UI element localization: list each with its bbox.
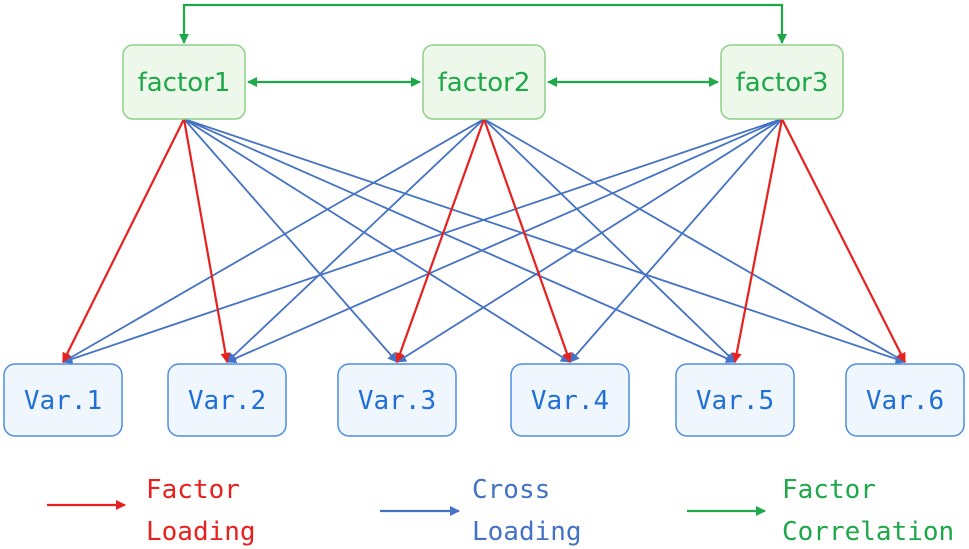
- factor-node-f2: factor2: [422, 44, 546, 120]
- variable-box: [675, 363, 795, 437]
- factor-node-f3: factor3: [720, 44, 844, 120]
- cross-loading-arrow-f3-v4: [569, 118, 783, 363]
- variable-box: [3, 363, 123, 437]
- factor-loading-arrow-f2-v4: [482, 118, 572, 363]
- cross-loading-arrow-f1-v3: [183, 118, 398, 363]
- cross-loading-arrow-f2-v5: [483, 118, 736, 363]
- legend-cross-loading-line2: Loading: [472, 517, 582, 547]
- variable-node-v5: Var.5: [675, 363, 795, 437]
- legend-factor-loading-line1: Factor: [146, 475, 240, 505]
- cross-loading-arrow-f3-v1: [62, 118, 783, 364]
- legend-cross-loading-line1: Cross: [472, 475, 550, 505]
- factor-loading-arrow-f2-v3: [395, 118, 486, 363]
- cross-loading-arrow-f1-v5: [183, 118, 736, 363]
- legend: Factor Loading Cross Loading Factor Corr…: [47, 475, 954, 547]
- factor-correlation-arrow-f1-f3: [179, 3, 787, 44]
- cross-loading-arrow-f1-v4: [183, 118, 571, 363]
- legend-factor-correlation-line1: Factor: [782, 475, 876, 505]
- cross-loading-arrow-f2-v1: [62, 118, 485, 363]
- factor-node-f1: factor1: [122, 44, 246, 120]
- variable-label: Var.5: [696, 386, 774, 416]
- factor-label: factor3: [736, 68, 829, 98]
- variable-box: [337, 363, 457, 437]
- factor-loading-arrow-f3-v6: [781, 118, 906, 363]
- variable-box: [510, 363, 630, 437]
- variable-box: [845, 363, 965, 437]
- factor-label: factor1: [138, 68, 231, 98]
- cross-loading-arrow-f3-v2: [226, 118, 783, 363]
- variable-label: Var.3: [358, 386, 436, 416]
- variable-node-v1: Var.1: [3, 363, 123, 437]
- factor-box: [422, 44, 546, 120]
- factor-box: [720, 44, 844, 120]
- variable-label: Var.1: [24, 386, 102, 416]
- cross-loading-arrow-f2-v6: [483, 118, 906, 363]
- variable-label: Var.6: [866, 386, 944, 416]
- variable-box: [167, 363, 287, 437]
- variable-label: Var.4: [531, 386, 609, 416]
- factor-loading-arrow-f3-v5: [731, 118, 784, 363]
- cross-loading-arrow-f1-v6: [183, 118, 906, 364]
- variable-node-v6: Var.6: [845, 363, 965, 437]
- cross-loading-arrow-f2-v2: [226, 118, 485, 363]
- factor-box: [122, 44, 246, 120]
- factor-loading-arrow-f1-v2: [182, 118, 231, 363]
- factor-label: factor2: [438, 68, 531, 98]
- cross-loading-arrow-f3-v3: [396, 118, 783, 363]
- legend-factor-correlation-line2: Correlation: [782, 517, 954, 547]
- edges-layer: [62, 3, 906, 364]
- variable-node-v3: Var.3: [337, 363, 457, 437]
- variable-label: Var.2: [188, 386, 266, 416]
- variable-node-v4: Var.4: [510, 363, 630, 437]
- variable-node-v2: Var.2: [167, 363, 287, 437]
- legend-factor-loading-line2: Loading: [146, 517, 256, 547]
- factor-loading-arrow-f1-v1: [62, 118, 185, 363]
